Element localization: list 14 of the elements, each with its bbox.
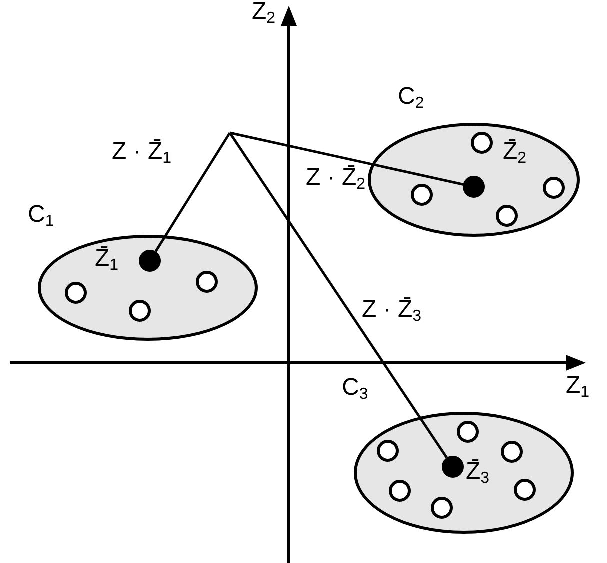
centroid-label: Z̄$_{3}$ bbox=[466, 460, 490, 484]
distance-line bbox=[154, 132, 232, 252]
edge-label: Z · Z̄$_{1}$ bbox=[112, 140, 172, 164]
distance-line bbox=[230, 132, 464, 186]
cluster-label: C$_{2}$ bbox=[398, 85, 424, 109]
edge-label: Z · Z̄$_{2}$ bbox=[306, 166, 366, 190]
centroid-label: Z̄$_{1}$ bbox=[95, 247, 119, 271]
cluster-label: C$_{3}$ bbox=[342, 376, 368, 400]
distance-line bbox=[228, 132, 448, 459]
centroid-label: Z̄$_{2}$ bbox=[503, 140, 527, 164]
axis-label: Z$_{2}$ bbox=[252, 0, 276, 24]
edge-label: Z · Z̄$_{3}$ bbox=[362, 298, 422, 322]
axis-label: Z$_{1}$ bbox=[566, 374, 590, 398]
cluster-label: C$_{1}$ bbox=[28, 203, 54, 227]
